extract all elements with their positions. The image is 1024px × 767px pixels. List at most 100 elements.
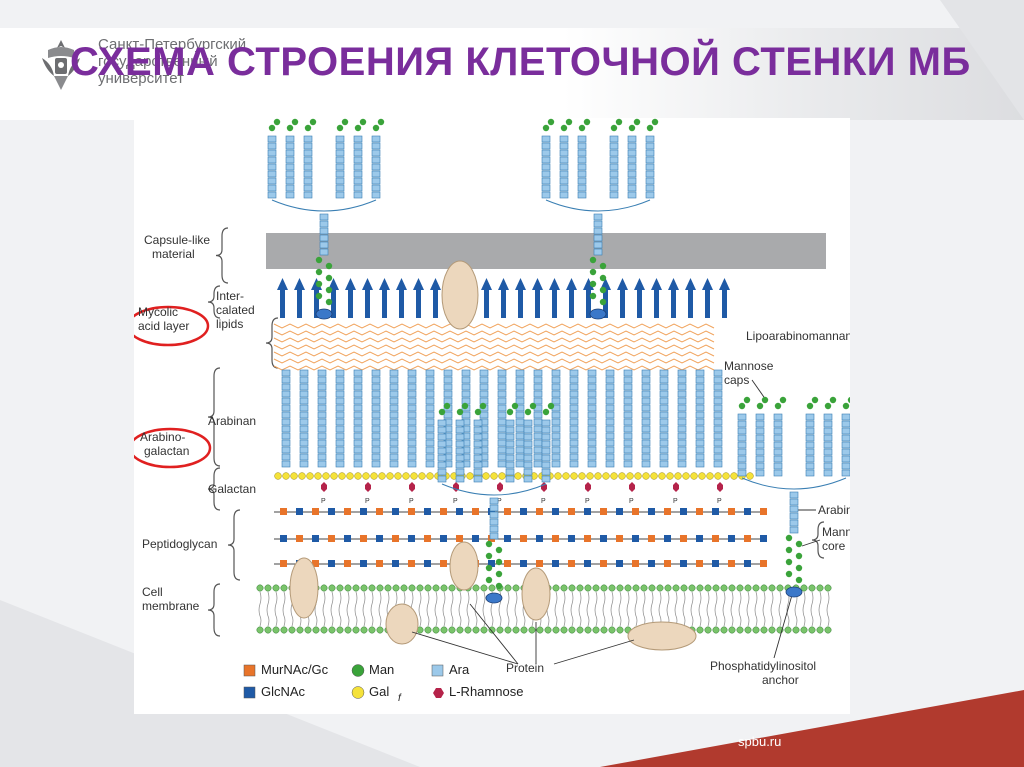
phosphate-label: P (409, 498, 414, 505)
ara-residue (506, 469, 514, 475)
ara-residue (444, 391, 452, 397)
phospholipid-head (409, 585, 415, 591)
murnac-residue (312, 508, 319, 515)
phospholipid-tail (427, 592, 429, 626)
ara-residue (336, 454, 344, 460)
ara-residue (570, 419, 578, 425)
ara-residue (498, 398, 506, 404)
ara-residue (534, 412, 542, 418)
ara-residue (506, 441, 514, 447)
murnac-residue (504, 508, 511, 515)
ara-residue (790, 513, 798, 519)
ara-residue (578, 171, 586, 177)
ara-residue (678, 370, 686, 376)
gal-residue (395, 473, 402, 480)
ara-residue (534, 370, 542, 376)
ara-residue (354, 377, 362, 383)
ara-residue (774, 414, 782, 420)
phospholipid-head (265, 585, 271, 591)
ara-residue (660, 454, 668, 460)
mannose-cap (342, 119, 348, 125)
murnac-residue (568, 560, 575, 567)
ara-residue (336, 398, 344, 404)
gal-residue (339, 473, 346, 480)
ara-residue (524, 427, 532, 433)
ara-residue (824, 421, 832, 427)
ara-residue (714, 461, 722, 467)
phospholipid-tail (355, 592, 357, 626)
ara-residue (534, 447, 542, 453)
phospholipid-head (377, 585, 383, 591)
label-galactan: Galactan (208, 482, 256, 496)
ara-residue (678, 384, 686, 390)
ara-residue (354, 454, 362, 460)
glcnac-residue (344, 535, 351, 542)
ara-residue (480, 412, 488, 418)
ara-residue (304, 150, 312, 156)
lipid-bar (569, 290, 574, 318)
ara-residue (282, 419, 290, 425)
phospholipid-head (257, 585, 263, 591)
lipid-head (566, 278, 577, 290)
phospholipid-head (385, 585, 391, 591)
phospholipid-tail (379, 592, 381, 626)
ara-residue (474, 427, 482, 433)
footer-site: spbu.ru (738, 734, 781, 749)
lipid-head (702, 278, 713, 290)
phospholipid-head (425, 627, 431, 633)
legend-label: GlcNAc (261, 684, 306, 699)
ara-residue (714, 384, 722, 390)
ara-residue (336, 164, 344, 170)
phospholipid-head (361, 627, 367, 633)
phospholipid-head (545, 627, 551, 633)
ara-residue (390, 461, 398, 467)
ara-residue (774, 456, 782, 462)
phospholipid-head (769, 627, 775, 633)
ara-residue (268, 136, 276, 142)
ara-residue (516, 454, 524, 460)
mycolic-row (274, 366, 714, 370)
mannose-residue (486, 553, 492, 559)
ara-residue (372, 143, 380, 149)
mannose-cap (512, 403, 518, 409)
gal-residue (331, 473, 338, 480)
ara-residue (408, 426, 416, 432)
glcnac-residue (680, 560, 687, 567)
ara-residue (774, 428, 782, 434)
phospholipid-tail (667, 592, 669, 626)
ara-residue (318, 377, 326, 383)
lipid-head (379, 278, 390, 290)
ara-residue (696, 412, 704, 418)
murnac-residue (344, 560, 351, 567)
lipid-bar (671, 290, 676, 318)
glcnac-residue (728, 535, 735, 542)
ara-residue (354, 150, 362, 156)
ara-residue (286, 171, 294, 177)
ara-residue (506, 455, 514, 461)
protein (628, 622, 696, 650)
lipid-bar (637, 290, 642, 318)
tree-branch (742, 478, 846, 489)
phospholipid-tail (643, 592, 645, 626)
mannose-cap (274, 119, 280, 125)
ara-residue (444, 370, 452, 376)
ara-residue (474, 420, 482, 426)
phospholipid-head (809, 585, 815, 591)
ara-residue (390, 433, 398, 439)
glcnac-residue (568, 535, 575, 542)
ara-residue (516, 440, 524, 446)
glcnac-residue (440, 535, 447, 542)
ara-residue (456, 427, 464, 433)
mannose-residue (590, 293, 596, 299)
ara-residue (542, 164, 550, 170)
ara-residue (774, 463, 782, 469)
ara-residue (606, 384, 614, 390)
ara-residue (498, 391, 506, 397)
murnac-residue (376, 508, 383, 515)
phospholipid-head (321, 627, 327, 633)
mannose-cap (843, 403, 849, 409)
ara-residue (714, 419, 722, 425)
mannose-cap (848, 397, 850, 403)
phospholipid-head (553, 627, 559, 633)
